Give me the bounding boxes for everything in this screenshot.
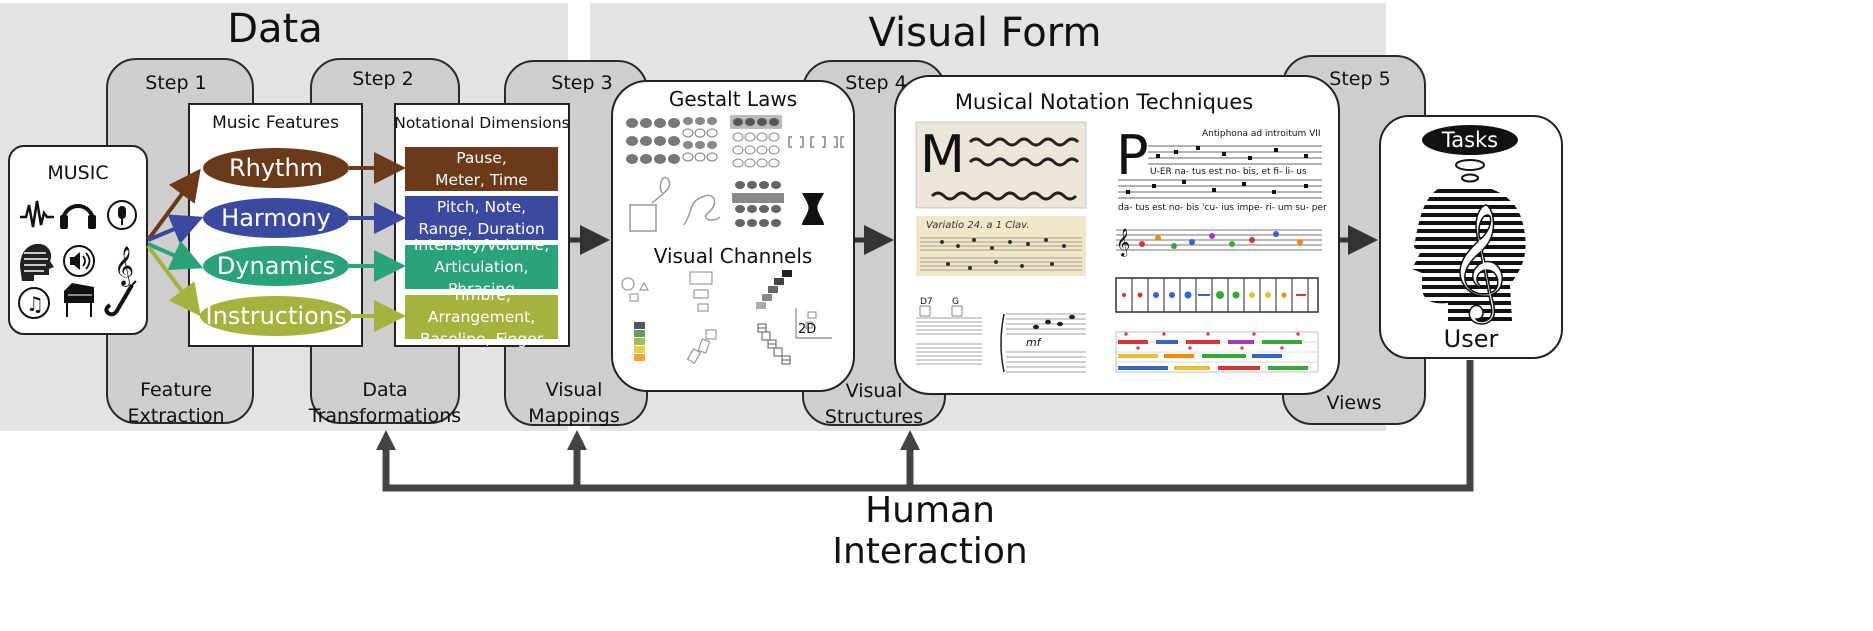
value-staircase [756, 270, 792, 309]
step-4-label: Step 4 [845, 72, 907, 94]
common-region-dots [732, 181, 784, 227]
headphones-icon [60, 204, 96, 229]
treble-clef-icon: 𝄞 [114, 246, 134, 287]
svg-text:da- tus est no- bis 'cu- ius: da- tus est no- bis 'cu- ius impe- ri- u… [1118, 203, 1327, 213]
visual-channels-title: Visual Channels [653, 244, 813, 268]
head-profile-icon [20, 243, 54, 281]
music-features-title: Music Features [212, 113, 339, 133]
speaker-icon [63, 245, 95, 277]
treble-clef-in-head: 𝄞 [1448, 202, 1507, 324]
music-to-instructions-arrow [146, 244, 201, 317]
channel-2d-label: 2D [798, 322, 816, 337]
dimension-timbre: Timbre, Arrangement,Baseline, Finger [405, 286, 558, 348]
user-label: User [1443, 325, 1499, 353]
svg-text:𝄞: 𝄞 [1116, 228, 1130, 257]
enclosure-dots [730, 115, 782, 168]
colored-staff-thumbnail: 𝄞 [1116, 228, 1322, 257]
thought-bubble-small [1461, 173, 1479, 183]
step-5-label: Step 5 [1329, 68, 1391, 90]
svg-text:Antiphona ad introitum VII: Antiphona ad introitum VII [1202, 129, 1321, 139]
interaction-arrowheads [376, 430, 920, 450]
step-1-label: Step 1 [145, 72, 207, 94]
svg-text:♫: ♫ [26, 292, 44, 316]
tasks-bubble: Tasks [1422, 125, 1518, 155]
human-interaction-label: Human Interaction [832, 490, 1028, 572]
step-5-footer: Views [1326, 392, 1382, 414]
feature-instructions: Instructions [200, 296, 352, 336]
music-icons: 𝄞 ♫ [18, 200, 137, 319]
continuity-shapes [629, 176, 721, 232]
notational-dimensions-title: Notational Dimensions [394, 114, 570, 132]
texture-staircase [757, 323, 791, 365]
music-note-icon: ♫ [18, 287, 50, 319]
feature-dynamics: Dynamics [203, 246, 349, 286]
variatio-thumbnail: Variatio 24. a 1 Clav. [916, 216, 1086, 276]
data-heading: Data [227, 6, 323, 52]
proximity-dots [626, 118, 680, 164]
svg-text:mf: mf [1026, 336, 1043, 349]
microphone-icon [107, 200, 137, 230]
music-to-rhythm-arrow [146, 168, 201, 242]
gestalt-laws-illustrations [626, 115, 844, 232]
step-3-label: Step 3 [551, 72, 613, 94]
waveform-icon [20, 200, 54, 228]
visual-form-heading: Visual Form [868, 10, 1102, 56]
music-title: MUSIC [47, 162, 109, 184]
interaction-loop [382, 360, 1474, 492]
piano-roll-thumbnail [1115, 331, 1319, 373]
step-2-label: Step 2 [352, 68, 414, 90]
svg-text:G: G [952, 297, 959, 307]
color-cells-thumbnail [1115, 277, 1319, 313]
music-to-harmony-arrow [147, 214, 204, 244]
music-box [8, 145, 148, 335]
dimension-pitch: Pitch, Note,Range, Duration [405, 196, 558, 240]
axes-2d [795, 308, 832, 339]
svg-text:Variatio 24. a 1 Clav.: Variatio 24. a 1 Clav. [926, 220, 1029, 231]
feature-rhythm: Rhythm [203, 148, 349, 188]
thought-bubble-large [1455, 159, 1485, 171]
color-ramp [634, 322, 645, 361]
svg-text:U-ER na- tus est no- bis,: U-ER na- tus est no- bis, et fi- li- us [1150, 167, 1307, 177]
visual-channels-illustrations: 2D [621, 270, 832, 365]
similarity-dots [682, 117, 718, 162]
visual-mappings-box [611, 80, 855, 392]
feature-harmony: Harmony [203, 198, 349, 238]
notation-thumbnails: M P Antiphona ad introitum VII U-ER na- … [915, 121, 1327, 373]
tablature-thumbnail: D7 G [916, 297, 982, 365]
chant-thumbnail: P Antiphona ad introitum VII U-ER na- tu… [1116, 124, 1327, 213]
figure-ground-vase [802, 193, 824, 225]
manuscript-thumbnail: M [915, 121, 1087, 209]
svg-text:P: P [1116, 124, 1149, 187]
closure-brackets [788, 136, 844, 148]
saxophone-icon [104, 280, 137, 317]
piano-icon [64, 283, 94, 317]
notation-techniques-title: Musical Notation Techniques [954, 90, 1254, 114]
user-head-illustration: 𝄞 [1412, 159, 1526, 325]
dimension-intensity: Intensity/Volume,Articulation, Phrasing [405, 236, 558, 298]
svg-text:M: M [920, 125, 965, 185]
music-to-dynamics-arrow [147, 240, 204, 271]
svg-text:𝄞: 𝄞 [114, 246, 134, 287]
svg-text:D7: D7 [920, 297, 933, 307]
gestalt-laws-title: Gestalt Laws [668, 87, 798, 111]
striped-head-silhouette [1412, 185, 1526, 322]
piano-score-thumbnail: mf [1000, 313, 1086, 373]
